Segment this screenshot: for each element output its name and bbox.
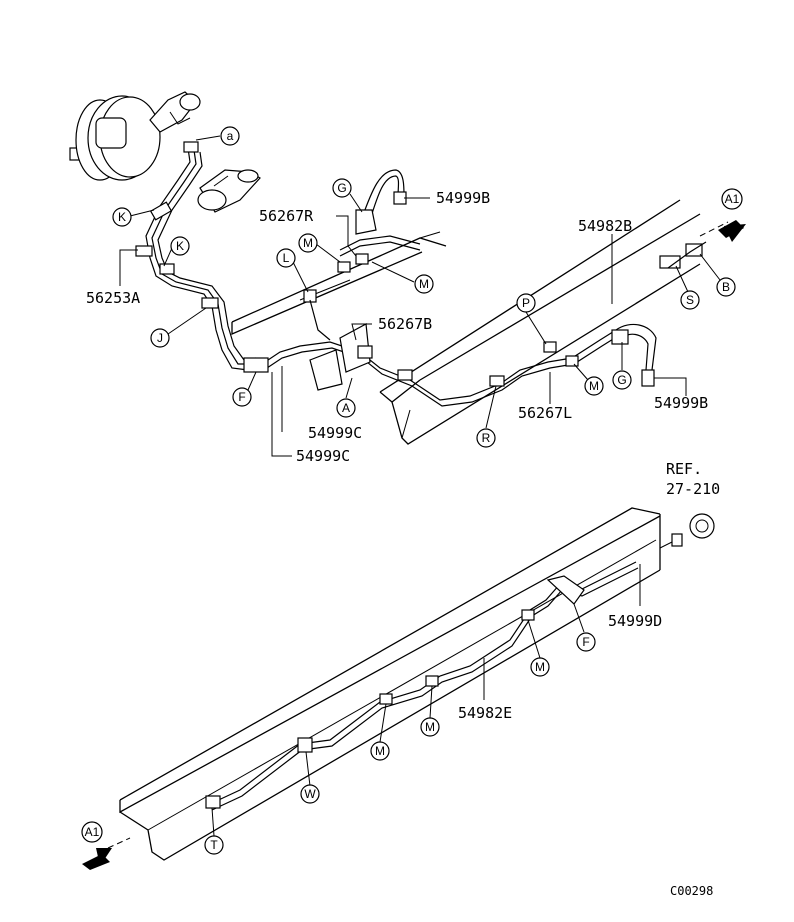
rear-pipes [243, 323, 657, 407]
lower-brake-pipe [205, 513, 715, 811]
callout-f2: F [576, 632, 596, 652]
callout-p-label: P [522, 296, 530, 310]
callout-a-frame-label: A [342, 401, 350, 415]
callout-r: R [476, 428, 496, 448]
bracket-56267b [309, 323, 373, 391]
callout-k2: K [170, 236, 190, 256]
callout-m2: M [414, 274, 434, 294]
callout-l-label: L [283, 251, 290, 265]
label-56267l: 56267L [518, 404, 572, 422]
callout-m5: M [420, 717, 440, 737]
connector-a1-bottom: A1 [81, 821, 103, 843]
callout-m3: M [584, 376, 604, 396]
callout-w-label: W [304, 787, 316, 801]
callout-m6: M [370, 741, 390, 761]
callout-f1: F [232, 387, 252, 407]
front-hose [303, 169, 421, 341]
callout-a-label: a [227, 129, 234, 143]
callout-t-label: T [210, 838, 218, 852]
callout-w: W [300, 784, 320, 804]
callout-b-label: B [722, 280, 730, 294]
callout-m6-label: M [375, 744, 385, 758]
callout-j-label: J [157, 331, 163, 345]
callout-m2-label: M [419, 277, 429, 291]
rear-fittings [659, 241, 707, 269]
connector-a1-top-label: A1 [725, 192, 740, 206]
callout-g2: G [612, 370, 632, 390]
callout-k1-label: K [118, 210, 126, 224]
callout-m1-label: M [303, 236, 313, 250]
label-54982b: 54982B [578, 217, 632, 235]
lower-frame-rail [119, 507, 661, 861]
leader-lines [119, 135, 721, 837]
ref-label-line2: 27-210 [666, 480, 720, 498]
label-56267b: 56267B [378, 315, 432, 333]
ref-label-line1: REF. [666, 460, 702, 478]
callout-k1: K [112, 207, 132, 227]
connector-arrow-bottom [82, 837, 131, 870]
label-54999d: 54999D [608, 612, 662, 630]
drawing-code: C00298 [670, 884, 713, 898]
label-54999c-a: 54999C [308, 424, 362, 442]
label-56253a: 56253A [86, 289, 140, 307]
callout-f2-label: F [582, 635, 589, 649]
callout-r-label: R [482, 431, 491, 445]
brake-booster [69, 91, 201, 181]
callout-p: P [516, 293, 536, 313]
callout-j: J [150, 328, 170, 348]
callout-s-label: S [686, 293, 694, 307]
connector-arrow-top [699, 220, 746, 242]
callout-b: B [716, 277, 736, 297]
callout-t: T [204, 835, 224, 855]
label-54999c-b: 54999C [296, 447, 350, 465]
callout-m4: M [530, 657, 550, 677]
callout-a-frame: A [336, 398, 356, 418]
callout-a: a [220, 126, 240, 146]
callout-m3-label: M [589, 379, 599, 393]
label-54999b-right: 54999B [654, 394, 708, 412]
callout-l: L [276, 248, 296, 268]
connector-a1-bottom-label: A1 [85, 825, 100, 839]
label-56267r: 56267R [259, 207, 314, 225]
callout-m1: M [298, 233, 318, 253]
proportioning-valve [197, 169, 261, 213]
callout-s: S [680, 290, 700, 310]
callout-g1-label: G [337, 181, 346, 195]
callout-m4-label: M [535, 660, 545, 674]
callout-m5-label: M [425, 720, 435, 734]
connector-a1-top: A1 [721, 188, 743, 210]
front-pipes [135, 141, 257, 371]
label-54999b-top: 54999B [436, 189, 490, 207]
callout-g1: G [332, 178, 352, 198]
callout-f1-label: F [238, 390, 245, 404]
callout-g2-label: G [617, 373, 626, 387]
callout-k2-label: K [176, 239, 184, 253]
label-54982e: 54982E [458, 704, 512, 722]
